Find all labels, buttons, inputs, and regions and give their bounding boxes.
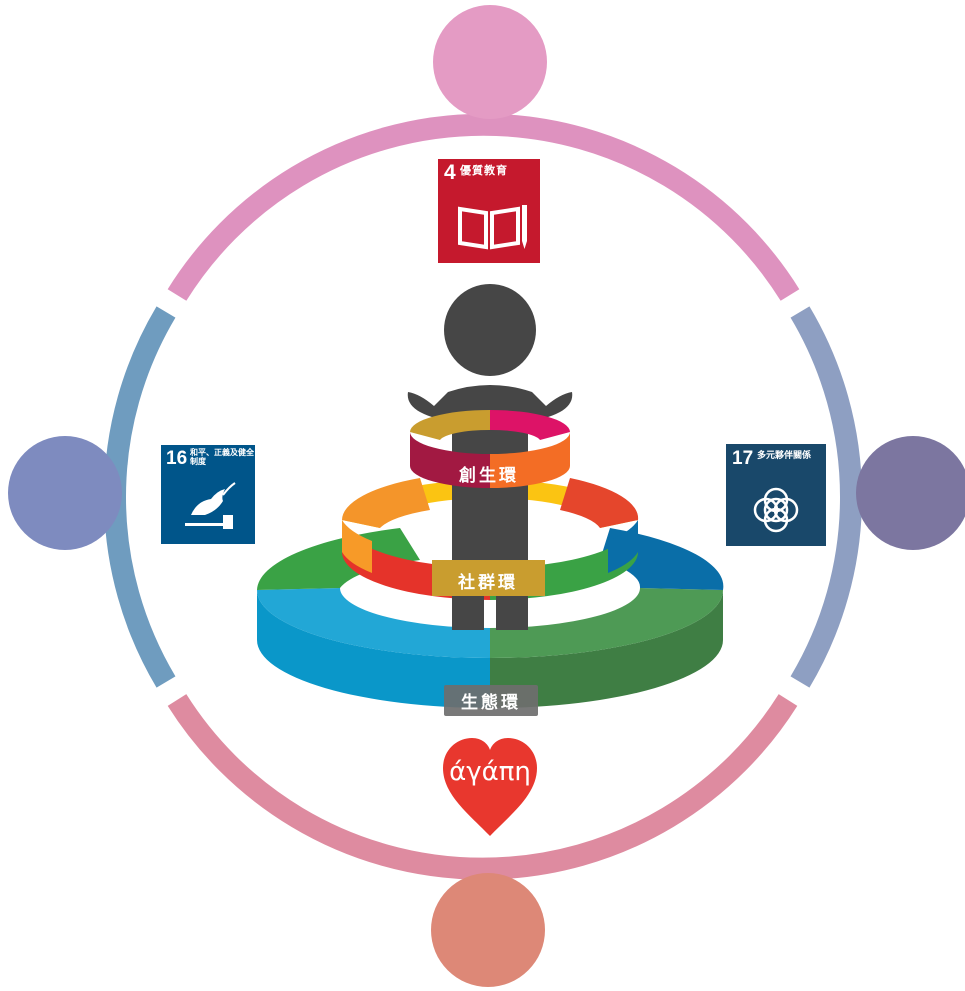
agape-text: άγάπη xyxy=(449,757,531,787)
create-ring-side-right xyxy=(490,432,570,488)
sdg-4-quality-education-tile: 4 優質教育 xyxy=(438,159,540,263)
community-ring-side-orange xyxy=(342,520,372,573)
sdg-number: 17 xyxy=(732,448,754,469)
community-ring-label: 社群環 xyxy=(458,573,518,593)
community-ring-back-orange xyxy=(342,478,430,528)
figure-body xyxy=(407,385,573,630)
sdg-number: 4 xyxy=(444,161,456,184)
sdg-17-partnerships-tile: 17 多元夥伴關係 xyxy=(726,444,826,546)
community-ring-back-red xyxy=(560,478,639,528)
eco-ring-back-left xyxy=(257,528,420,590)
sdg-label: 和平、正義及健全制度 xyxy=(190,448,254,466)
heart-icon xyxy=(443,738,537,836)
create-ring xyxy=(410,410,570,488)
sdg-16-peace-justice-tile: 16 和平、正義及健全制度 xyxy=(161,445,255,544)
right-person-icon xyxy=(856,436,965,550)
sdg-label: 多元夥伴關係 xyxy=(757,451,812,461)
community-ring-side-blue xyxy=(608,520,638,573)
create-ring-side-left xyxy=(410,432,490,488)
eco-ring xyxy=(257,528,724,708)
bottom-person-icon xyxy=(431,873,545,987)
left-person-icon xyxy=(8,436,122,550)
partnership-rings-icon xyxy=(753,487,799,533)
create-ring-label: 創生環 xyxy=(459,466,519,486)
figure-head xyxy=(444,284,536,376)
ring-arc-left xyxy=(104,306,176,688)
outer-ring xyxy=(104,113,862,880)
person-figure xyxy=(407,284,573,630)
eco-ring-label: 生態環 xyxy=(444,685,538,716)
sdg-number: 16 xyxy=(166,448,188,469)
eco-ring-top-right xyxy=(490,588,723,658)
create-ring-top-left xyxy=(410,410,490,440)
book-pencil-icon xyxy=(458,205,527,250)
dove-gavel-icon xyxy=(185,482,236,529)
create-ring-top-right xyxy=(490,410,570,440)
sdg-label: 優質教育 xyxy=(460,164,508,177)
top-person-icon xyxy=(433,5,547,119)
eco-ring-top-left xyxy=(257,588,490,658)
eco-ring-side-left xyxy=(257,590,490,708)
community-ring-front xyxy=(432,560,545,596)
ring-arc-top xyxy=(167,113,800,301)
ring-arc-bottom xyxy=(167,694,798,880)
eco-ring-side-right xyxy=(490,590,723,708)
ring-arc-right xyxy=(790,306,862,688)
